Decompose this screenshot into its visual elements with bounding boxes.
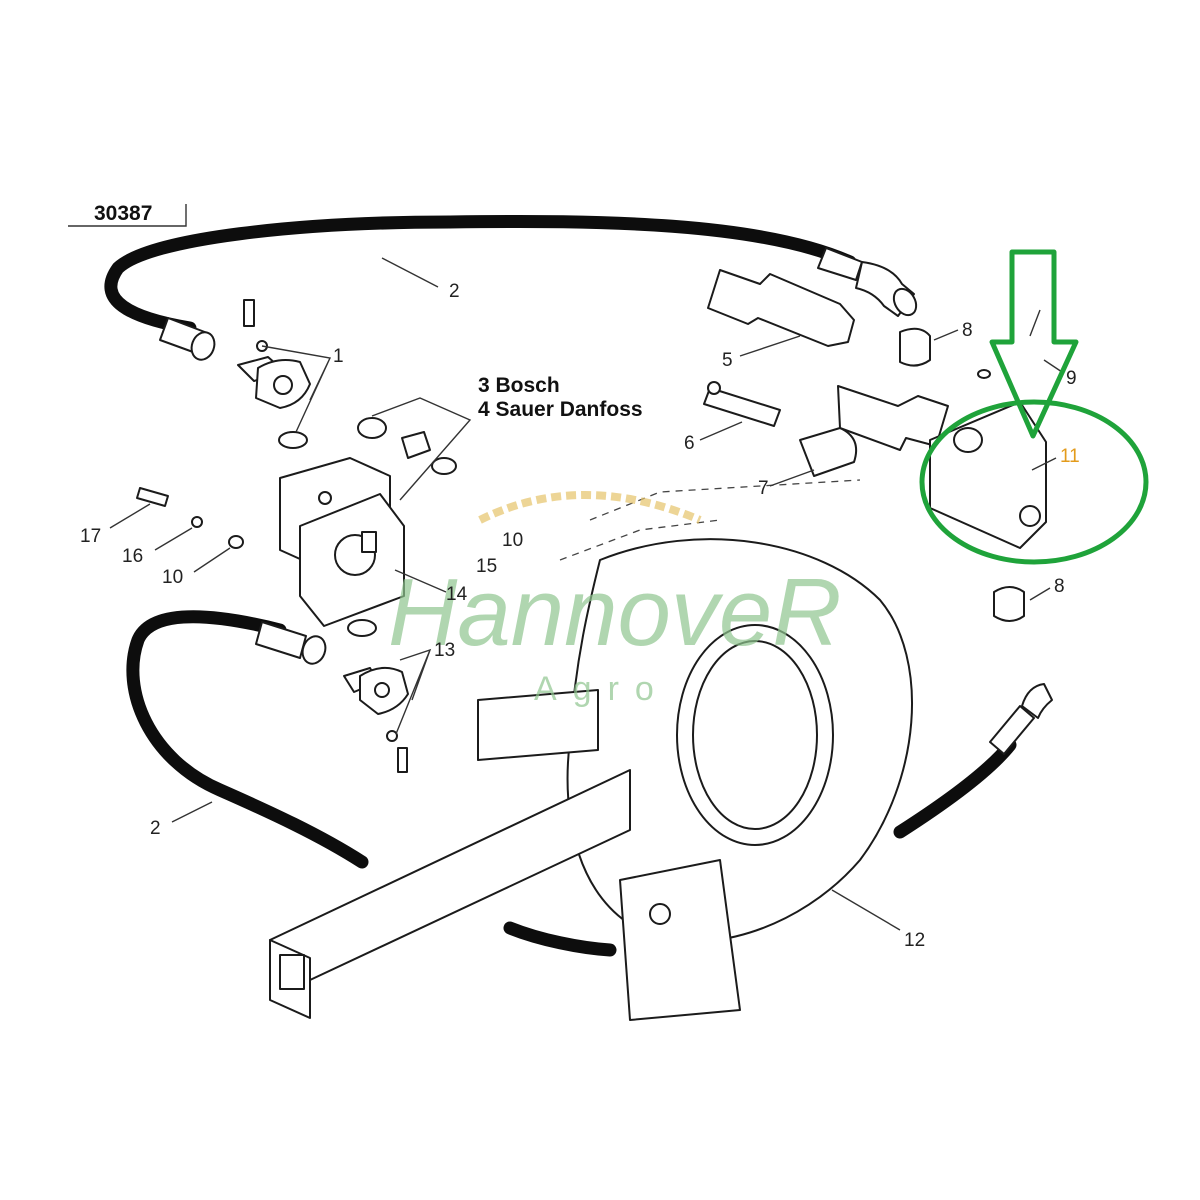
- callout-13: 13: [434, 640, 455, 661]
- upper-hose: [104, 214, 918, 361]
- hydraulic-pump: [279, 397, 472, 627]
- bolt-group-left: [109, 487, 244, 573]
- callout-8-lower: 8: [1054, 576, 1065, 597]
- blower-housing: [269, 479, 913, 1021]
- down-arrow-icon: [989, 249, 1079, 439]
- callout-9: 9: [1066, 368, 1077, 389]
- fitting-assembly-1: [237, 299, 332, 449]
- callout-17: 17: [80, 526, 101, 547]
- callout-10-left: 10: [162, 567, 183, 588]
- lower-hose: [126, 610, 1053, 957]
- fitting-assembly-13: [343, 619, 432, 773]
- callout-2-upper: 2: [449, 281, 460, 302]
- callout-16: 16: [122, 546, 143, 567]
- highlight-marker: [919, 249, 1149, 565]
- valve-fittings-right: [699, 269, 1063, 622]
- callout-15: 15: [476, 556, 497, 577]
- callout-5: 5: [722, 350, 733, 371]
- diagram-reference-number: 30387: [94, 202, 152, 225]
- note-sauer-danfoss: 4 Sauer Danfoss: [478, 398, 643, 421]
- callout-7: 7: [758, 478, 769, 499]
- note-bosch: 3 Bosch: [478, 374, 560, 397]
- callout-12: 12: [904, 930, 925, 951]
- diagram-reference: 30387: [68, 202, 187, 227]
- callout-11: 11: [1060, 446, 1080, 467]
- callout-1: 1: [333, 346, 344, 367]
- callout-6: 6: [684, 433, 695, 454]
- watermark: HannoveR Agro: [388, 491, 842, 708]
- callout-2-lower: 2: [150, 818, 161, 839]
- callout-10-center: 10: [502, 530, 523, 551]
- callout-8-upper: 8: [962, 320, 973, 341]
- watermark-brand: HannoveR: [388, 559, 842, 666]
- callout-14: 14: [446, 584, 468, 605]
- highlight-ellipse: [919, 399, 1149, 565]
- watermark-sub: Agro: [534, 670, 670, 708]
